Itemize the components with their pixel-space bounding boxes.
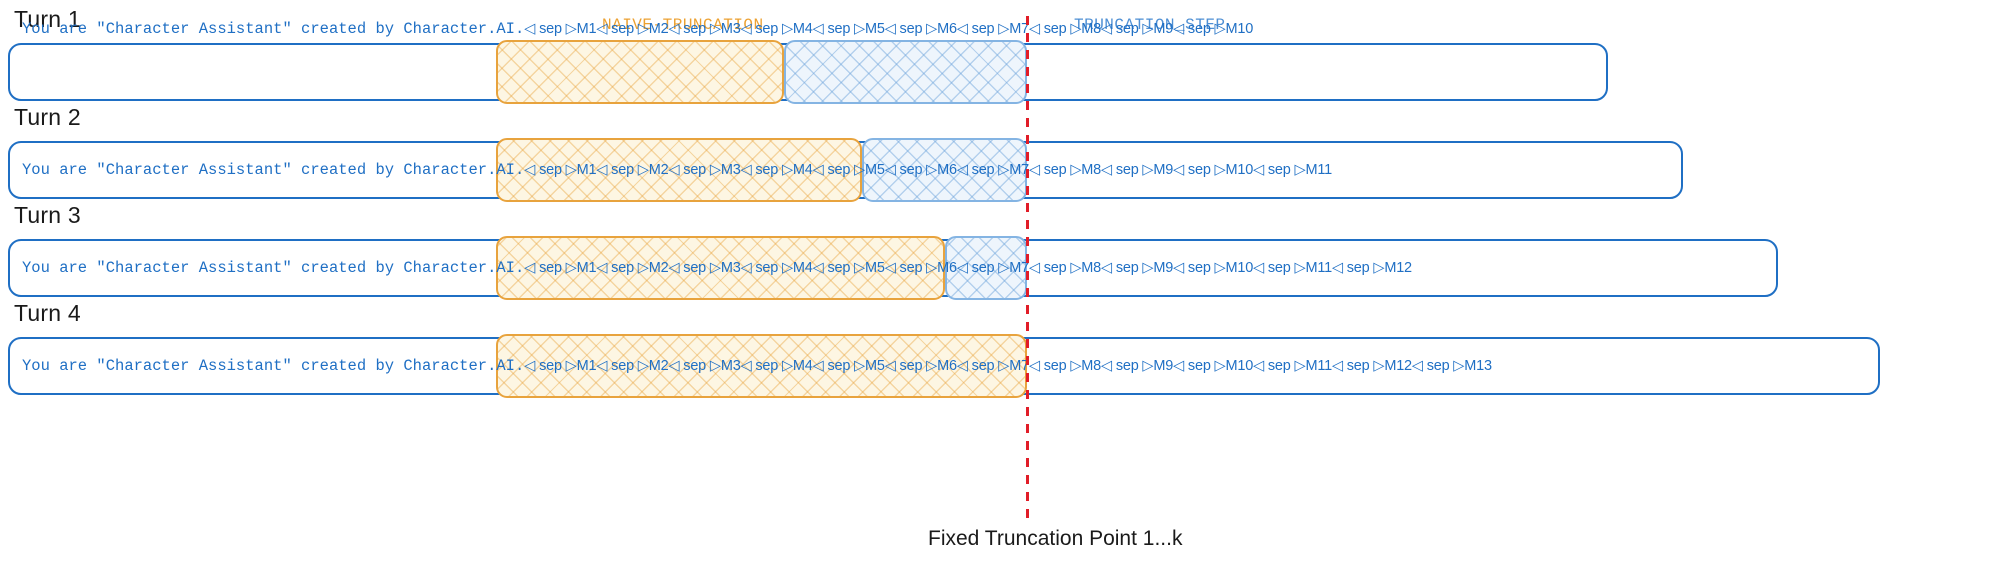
- turn-label-2: Turn 2: [14, 104, 81, 130]
- message-token: M10: [1225, 21, 1254, 37]
- fixed-truncation-line: [1026, 16, 1029, 523]
- caption-naive-truncation: NAIVE-TRUNCATION: [602, 16, 764, 34]
- naive-truncation-region-turn-1: [496, 40, 784, 104]
- turn-label-1: Turn 1: [14, 6, 81, 32]
- fixed-truncation-point-label: Fixed Truncation Point 1...k: [928, 527, 1183, 550]
- sep-token: ◁ sep ▷: [884, 21, 938, 37]
- sep-token: ◁ sep ▷: [524, 21, 577, 37]
- truncation-step-region-turn-1: [784, 40, 1027, 104]
- truncation-step-region-turn-3: [945, 236, 1027, 300]
- caption-truncation-step: TRUNCATION_STEP: [1074, 16, 1226, 34]
- turn-label-3: Turn 3: [14, 202, 81, 228]
- sep-token: ◁ sep ▷: [956, 21, 1010, 37]
- system-prompt-turn-1: You are "Character Assistant" created by…: [22, 20, 525, 38]
- message-token: M6: [937, 21, 957, 37]
- message-token: M5: [865, 21, 885, 37]
- turn-label-4: Turn 4: [14, 300, 81, 326]
- naive-truncation-region-turn-2: [496, 138, 862, 202]
- message-token: M1: [576, 21, 597, 37]
- message-token: M4: [792, 21, 813, 37]
- naive-truncation-region-turn-3: [496, 236, 945, 300]
- naive-truncation-region-turn-4: [496, 334, 1027, 398]
- sep-token: ◁ sep ▷: [812, 21, 866, 37]
- truncation-step-region-turn-2: [862, 138, 1027, 202]
